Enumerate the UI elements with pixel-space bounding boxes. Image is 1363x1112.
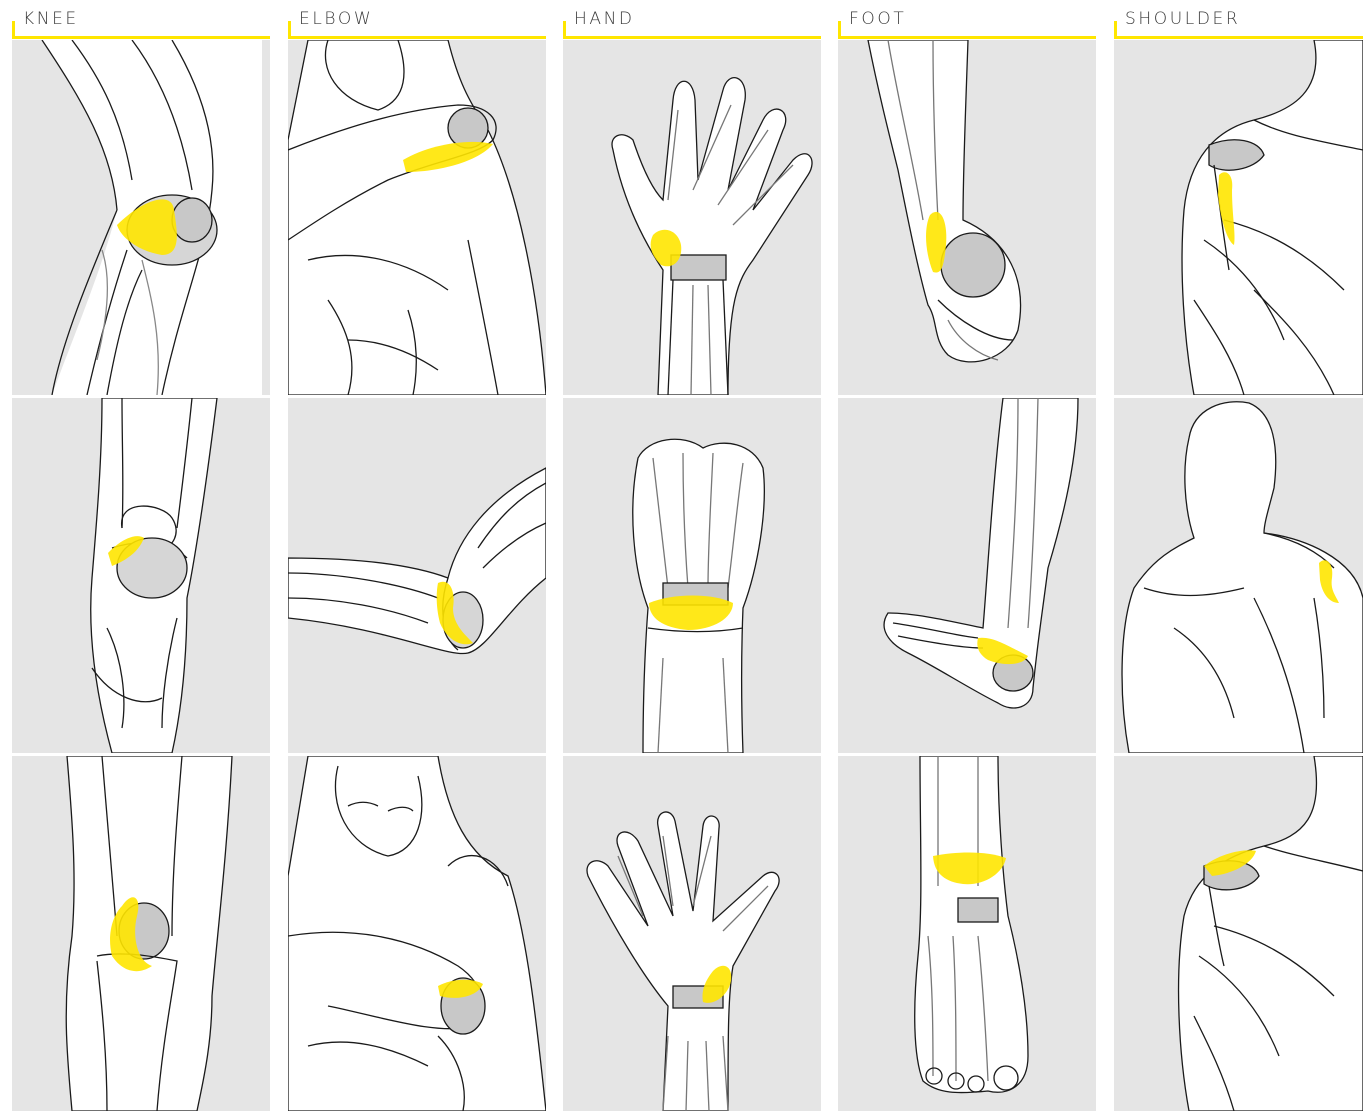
- knee-front-view: [12, 398, 270, 753]
- knee-lateral-view: [12, 40, 270, 395]
- foot-heel-view: [838, 40, 1096, 395]
- column-header-knee: KNEE: [12, 0, 270, 40]
- foot-dorsal-view: [838, 756, 1096, 1111]
- hand-spread-palmar-view: [563, 756, 821, 1111]
- column-label-elbow: ELBOW: [299, 9, 373, 29]
- column-header-foot: FOOT: [838, 0, 1096, 40]
- column-header-shoulder: SHOULDER: [1114, 0, 1363, 40]
- knee-medial-view: [12, 756, 270, 1111]
- elbow-side-view: [288, 398, 546, 753]
- header-underline: [1114, 36, 1363, 39]
- foot-lateral-view: [838, 398, 1096, 753]
- elbow-across-chest-view: [288, 756, 546, 1111]
- hand-open-dorsal-view: [563, 40, 821, 395]
- column-header-elbow: ELBOW: [288, 0, 546, 40]
- elbow-flexed-view: [288, 40, 546, 395]
- hand-fist-view: [563, 398, 821, 753]
- header-underline: [288, 36, 546, 39]
- column-label-hand: HAND: [574, 9, 635, 29]
- shoulder-back-view: [1114, 398, 1363, 753]
- column-label-knee: KNEE: [23, 9, 79, 29]
- shoulder-front-top-view: [1114, 756, 1363, 1111]
- header-underline: [838, 36, 1096, 39]
- column-label-shoulder: SHOULDER: [1125, 9, 1240, 29]
- header-underline: [563, 36, 821, 39]
- shoulder-front-view: [1114, 40, 1363, 395]
- header-underline: [12, 36, 270, 39]
- column-label-foot: FOOT: [849, 9, 906, 29]
- column-header-hand: HAND: [563, 0, 821, 40]
